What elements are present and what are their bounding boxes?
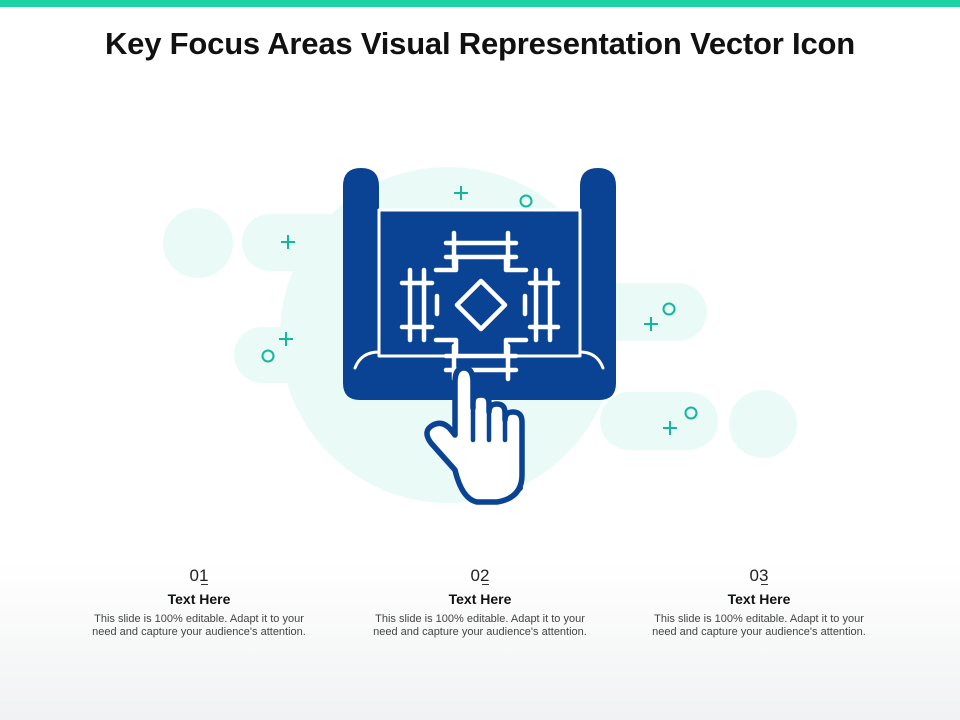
- ring-icon: [261, 349, 275, 363]
- ring-icon: [662, 302, 676, 316]
- text-columns: 01 Text Here This slide is 100% editable…: [60, 566, 900, 676]
- column-heading: Text Here: [727, 591, 791, 607]
- ring-icon: [684, 406, 698, 420]
- sparkle-icon: [644, 317, 658, 331]
- column-heading: Text Here: [448, 591, 512, 607]
- column-number: 02: [470, 566, 490, 585]
- slide-title: Key Focus Areas Visual Representation Ve…: [105, 26, 855, 61]
- illustration: [163, 167, 797, 505]
- column-number: 03: [749, 566, 769, 585]
- ring-icon: [519, 194, 533, 208]
- sparkle-icon: [663, 421, 677, 435]
- sparkle-icon: [279, 332, 293, 346]
- sparkle-icon: [281, 235, 295, 249]
- column-body: This slide is 100% editable. Adapt it to…: [92, 613, 306, 638]
- column-body: This slide is 100% editable. Adapt it to…: [373, 613, 587, 638]
- column-number: 01: [189, 566, 209, 585]
- top-accent-bar: [0, 0, 960, 7]
- column-02: 02 Text Here This slide is 100% editable…: [360, 566, 600, 638]
- column-03: 03 Text Here This slide is 100% editable…: [639, 566, 879, 638]
- sparkle-icon: [454, 186, 468, 200]
- column-01: 01 Text Here This slide is 100% editable…: [79, 566, 319, 638]
- sparkle-icons: [261, 186, 698, 435]
- column-body: This slide is 100% editable. Adapt it to…: [652, 613, 866, 638]
- column-heading: Text Here: [167, 591, 231, 607]
- pointing-hand-icon: [424, 365, 525, 505]
- blueprint-icon: [343, 168, 616, 400]
